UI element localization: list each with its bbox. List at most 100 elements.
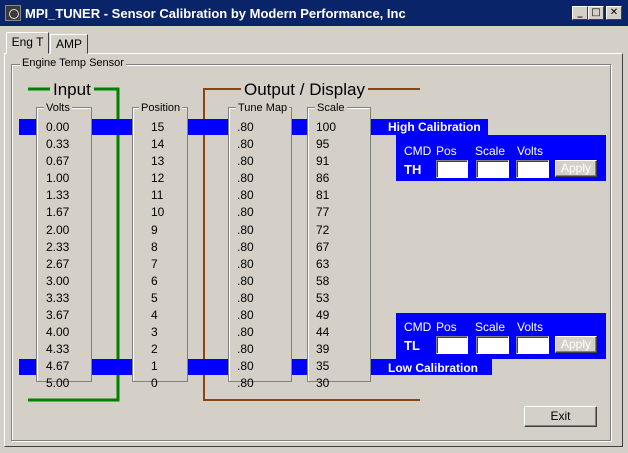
position-cell: 6: [151, 273, 158, 288]
scale-cell: 81: [316, 188, 330, 203]
close-button[interactable]: ✕: [606, 6, 622, 20]
low-volts-label: Volts: [517, 320, 544, 334]
volts-header: Volts: [44, 102, 72, 114]
volts-cell: 2.00: [46, 222, 70, 237]
tab-panel: [4, 53, 623, 447]
low-cal-panel: CMD Pos Scale Volts TL 0 30 5.00 Apply: [396, 313, 606, 359]
scale-cell: 49: [316, 308, 330, 323]
position-cell: 11: [151, 188, 164, 203]
tab-amp[interactable]: AMP: [50, 34, 88, 54]
scale-cell: 30: [316, 376, 330, 391]
tune-map-cell: .80: [237, 120, 254, 134]
volts-cell: 1.33: [46, 188, 70, 203]
scale-cell: 39: [316, 342, 330, 357]
high-pos-field[interactable]: 15: [436, 160, 468, 178]
tune-map-cell: .80: [237, 273, 254, 288]
scale-column: 100 95 91 86 81 77 72 67 63 58 53 49 44 39 35 30: [307, 107, 371, 390]
scale-cell: 100: [316, 120, 337, 134]
tune-map-cell: .80: [237, 359, 254, 374]
low-apply-button[interactable]: Apply: [555, 336, 597, 353]
volts-cell: 0.67: [46, 154, 70, 169]
tune-map-cell: .80: [237, 239, 254, 254]
high-cmd-value: TH: [404, 162, 422, 177]
tune-map-cell: .80: [237, 188, 254, 203]
tune-map-cell: .80: [237, 376, 254, 391]
minimize-button[interactable]: _: [572, 6, 588, 20]
high-volts-label: Volts: [517, 144, 544, 158]
scale-cell: 95: [316, 137, 330, 152]
scale-header: Scale: [315, 102, 347, 114]
low-scale-label: Scale: [475, 320, 506, 334]
position-cell: 0: [151, 376, 158, 391]
low-volts-field[interactable]: 5.00: [516, 336, 549, 354]
low-scale-field[interactable]: 30: [476, 336, 509, 354]
high-scale-field[interactable]: 100: [476, 160, 509, 178]
high-volts-field[interactable]: 0.00: [516, 160, 549, 178]
position-cell: 7: [151, 256, 158, 271]
tab-eng-t[interactable]: Eng T: [6, 32, 49, 54]
volts-cell: 4.33: [46, 342, 70, 357]
tune-map-cell: .80: [237, 205, 254, 220]
volts-cell: 3.33: [46, 290, 70, 305]
high-scale-label: Scale: [475, 144, 506, 158]
scale-cell: 67: [316, 239, 330, 254]
volts-cell: 4.00: [46, 325, 70, 340]
volts-cell: 3.00: [46, 273, 70, 288]
maximize-button[interactable]: □: [588, 6, 604, 20]
position-cell: 5: [151, 290, 158, 305]
scale-cell: 72: [316, 222, 330, 237]
tune-map-cell: .80: [237, 154, 254, 169]
position-cell: 8: [151, 239, 158, 254]
position-cell: 13: [151, 154, 165, 169]
volts-cell: 4.67: [46, 359, 70, 374]
volts-cell: 0.33: [46, 137, 70, 152]
volts-cell: 1.00: [46, 171, 70, 186]
scale-cell: 91: [316, 154, 330, 169]
volts-cell: 3.67: [46, 308, 70, 323]
volts-cell: 2.67: [46, 256, 70, 271]
scale-cell: 35: [316, 359, 330, 374]
tune-map-column: .80 .80 .80 .80 .80 .80 .80 .80 .80 .80 .80 .80 .80.…: [228, 107, 292, 390]
position-cell: 1: [151, 359, 158, 374]
position-cell: 10: [151, 205, 165, 220]
tune-map-cell: .80: [237, 308, 254, 323]
volts-cell: 1.67: [46, 205, 70, 220]
high-cmd-label: CMD: [404, 144, 432, 158]
tune-map-cell: .80: [237, 325, 254, 340]
title-bar[interactable]: [0, 0, 628, 26]
position-header: Position: [139, 102, 183, 114]
scale-cell: 53: [316, 290, 330, 305]
tune-map-cell: .80: [237, 222, 254, 237]
output-title: Output / Display: [241, 80, 368, 100]
low-pos-field[interactable]: 0: [436, 336, 468, 354]
tune-map-header: Tune Map: [236, 102, 290, 114]
tune-map-cell: .80: [237, 290, 254, 305]
low-cal-label: Low Calibration: [388, 361, 478, 375]
low-cmd-label: CMD: [404, 320, 432, 334]
scale-cell: 86: [316, 171, 330, 186]
tune-map-cell: .80: [237, 171, 254, 186]
engine-temp-groupbox: [11, 64, 611, 441]
position-cell: 3: [151, 325, 158, 340]
exit-button[interactable]: Exit: [524, 406, 597, 427]
low-pos-label: Pos: [436, 320, 457, 334]
position-cell: 9: [151, 222, 158, 237]
tune-map-cell: .80: [237, 137, 254, 152]
volts-column: 0.00 0.33 0.67 1.00 1.33 1.67 2.00 2.33 2.67 3.00…: [36, 107, 92, 390]
scale-cell: 58: [316, 273, 330, 288]
window-title: MPI_TUNER - Sensor Calibration by Modern…: [25, 6, 406, 21]
high-pos-label: Pos: [436, 144, 457, 158]
scale-cell: 77: [316, 205, 330, 220]
tune-map-cell: .80: [237, 256, 254, 271]
app-icon[interactable]: [5, 5, 21, 21]
position-cell: 14: [151, 137, 165, 152]
group-label: Engine Temp Sensor: [20, 57, 126, 69]
volts-cell: 2.33: [46, 239, 70, 254]
high-apply-button[interactable]: Apply: [555, 160, 597, 177]
volts-cell: 0.00: [46, 120, 70, 134]
scale-cell: 63: [316, 256, 330, 271]
scale-cell: 44: [316, 325, 330, 340]
high-cal-label: High Calibration: [388, 120, 481, 134]
high-cal-panel: CMD Pos Scale Volts TH 15 100 0.00 Apply: [396, 135, 606, 181]
